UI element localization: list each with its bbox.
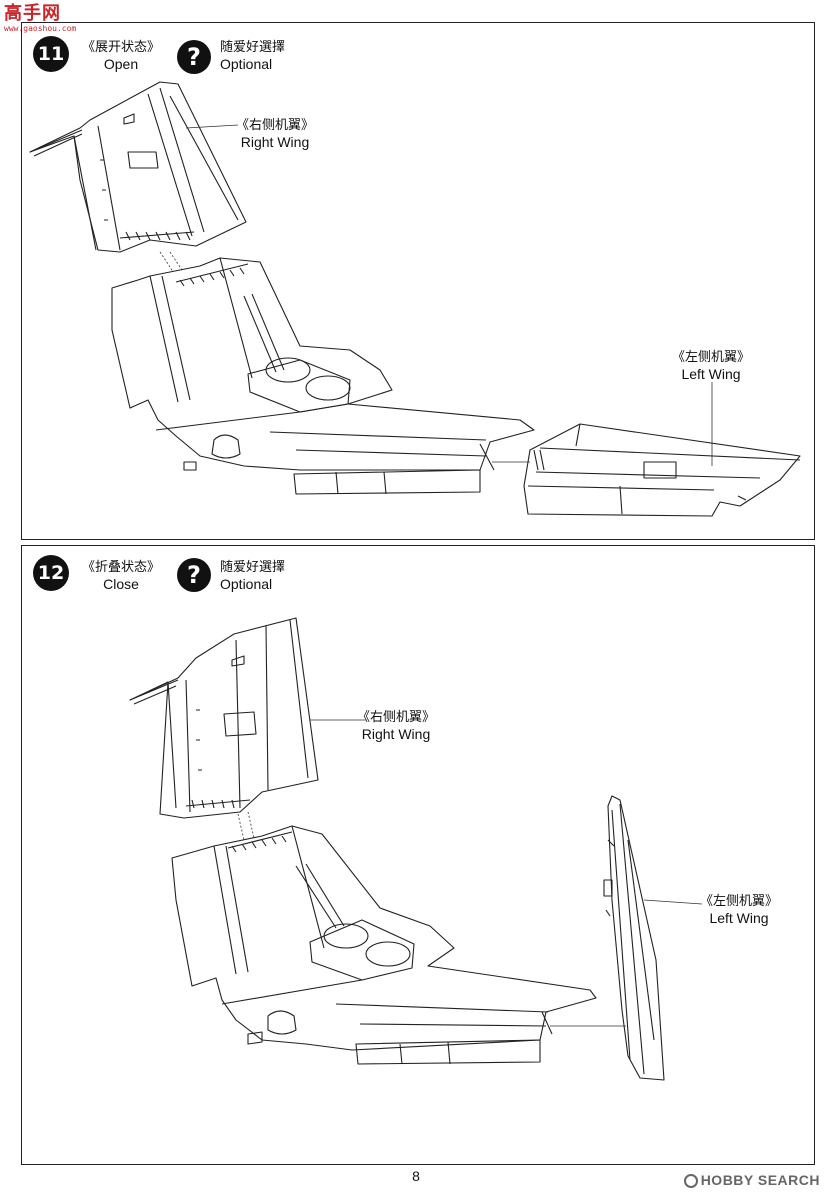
step-11-right-wing-cn: 《右侧机翼》 — [236, 118, 315, 133]
hobby-search-logo-icon — [683, 1174, 698, 1189]
step-12-left-wing-cn: 《左侧机翼》 — [700, 894, 779, 909]
step-12-state: 《折叠状态》 Close — [82, 560, 160, 592]
step-11-state-cn: 《展开状态》 — [82, 40, 161, 55]
step-12-left-wing-part — [603, 795, 665, 1081]
step-12-optional: 随爱好選擇 Optional — [220, 560, 285, 592]
step-11-right-wing-part — [29, 81, 247, 253]
step-12-left-wing-label: 《左侧机翼》 Left Wing — [700, 894, 778, 926]
step-12-right-wing-part — [129, 617, 319, 819]
step-11-panel — [21, 22, 815, 540]
step-11-optional: 随爱好選擇 Optional — [220, 40, 285, 72]
step-11-optional-en: Optional — [220, 56, 273, 72]
step-11-state: 《展开状态》 Open — [82, 40, 160, 72]
step-11-center-section — [111, 257, 535, 495]
hobby-search-watermark: HOBBY SEARCH — [683, 1172, 820, 1189]
step-12-state-cn: 《折叠状态》 — [82, 560, 161, 575]
step-12-right-wing-cn: 《右侧机翼》 — [357, 710, 436, 725]
question-mark-icon: ? — [177, 558, 211, 592]
step-11-left-wing-cn: 《左侧机翼》 — [672, 350, 751, 365]
site-logo: 高手网 www.gaoshou.com — [4, 3, 77, 40]
page-number: 8 — [412, 1168, 420, 1184]
step-11-left-wing-part — [523, 423, 801, 517]
step-12-state-en: Close — [103, 576, 139, 592]
step-11-left-wing-en: Left Wing — [681, 366, 741, 382]
step-12-left-wing-en: Left Wing — [709, 910, 769, 926]
step-11-right-wing-label: 《右侧机翼》 Right Wing — [236, 118, 314, 150]
site-logo-text: 高手网 — [4, 3, 61, 24]
step-12-number: 12 — [33, 555, 69, 591]
step-12-center-section — [171, 825, 597, 1065]
step-11-left-wing-label: 《左侧机翼》 Left Wing — [672, 350, 750, 382]
step-11-number: 11 — [33, 36, 69, 72]
step-11-state-en: Open — [103, 56, 139, 72]
step-12-right-wing-en: Right Wing — [361, 726, 431, 742]
site-logo-url: www.gaoshou.com — [4, 24, 77, 33]
step-12-panel — [21, 545, 815, 1165]
step-12-right-wing-label: 《右侧机翼》 Right Wing — [357, 710, 435, 742]
step-12-optional-cn: 随爱好選擇 — [220, 560, 286, 575]
question-mark-icon: ? — [177, 40, 211, 74]
step-11-optional-cn: 随爱好選擇 — [220, 40, 286, 55]
step-11-right-wing-en: Right Wing — [240, 134, 310, 150]
step-12-optional-en: Optional — [220, 576, 273, 592]
hobby-search-text: HOBBY SEARCH — [700, 1172, 820, 1188]
